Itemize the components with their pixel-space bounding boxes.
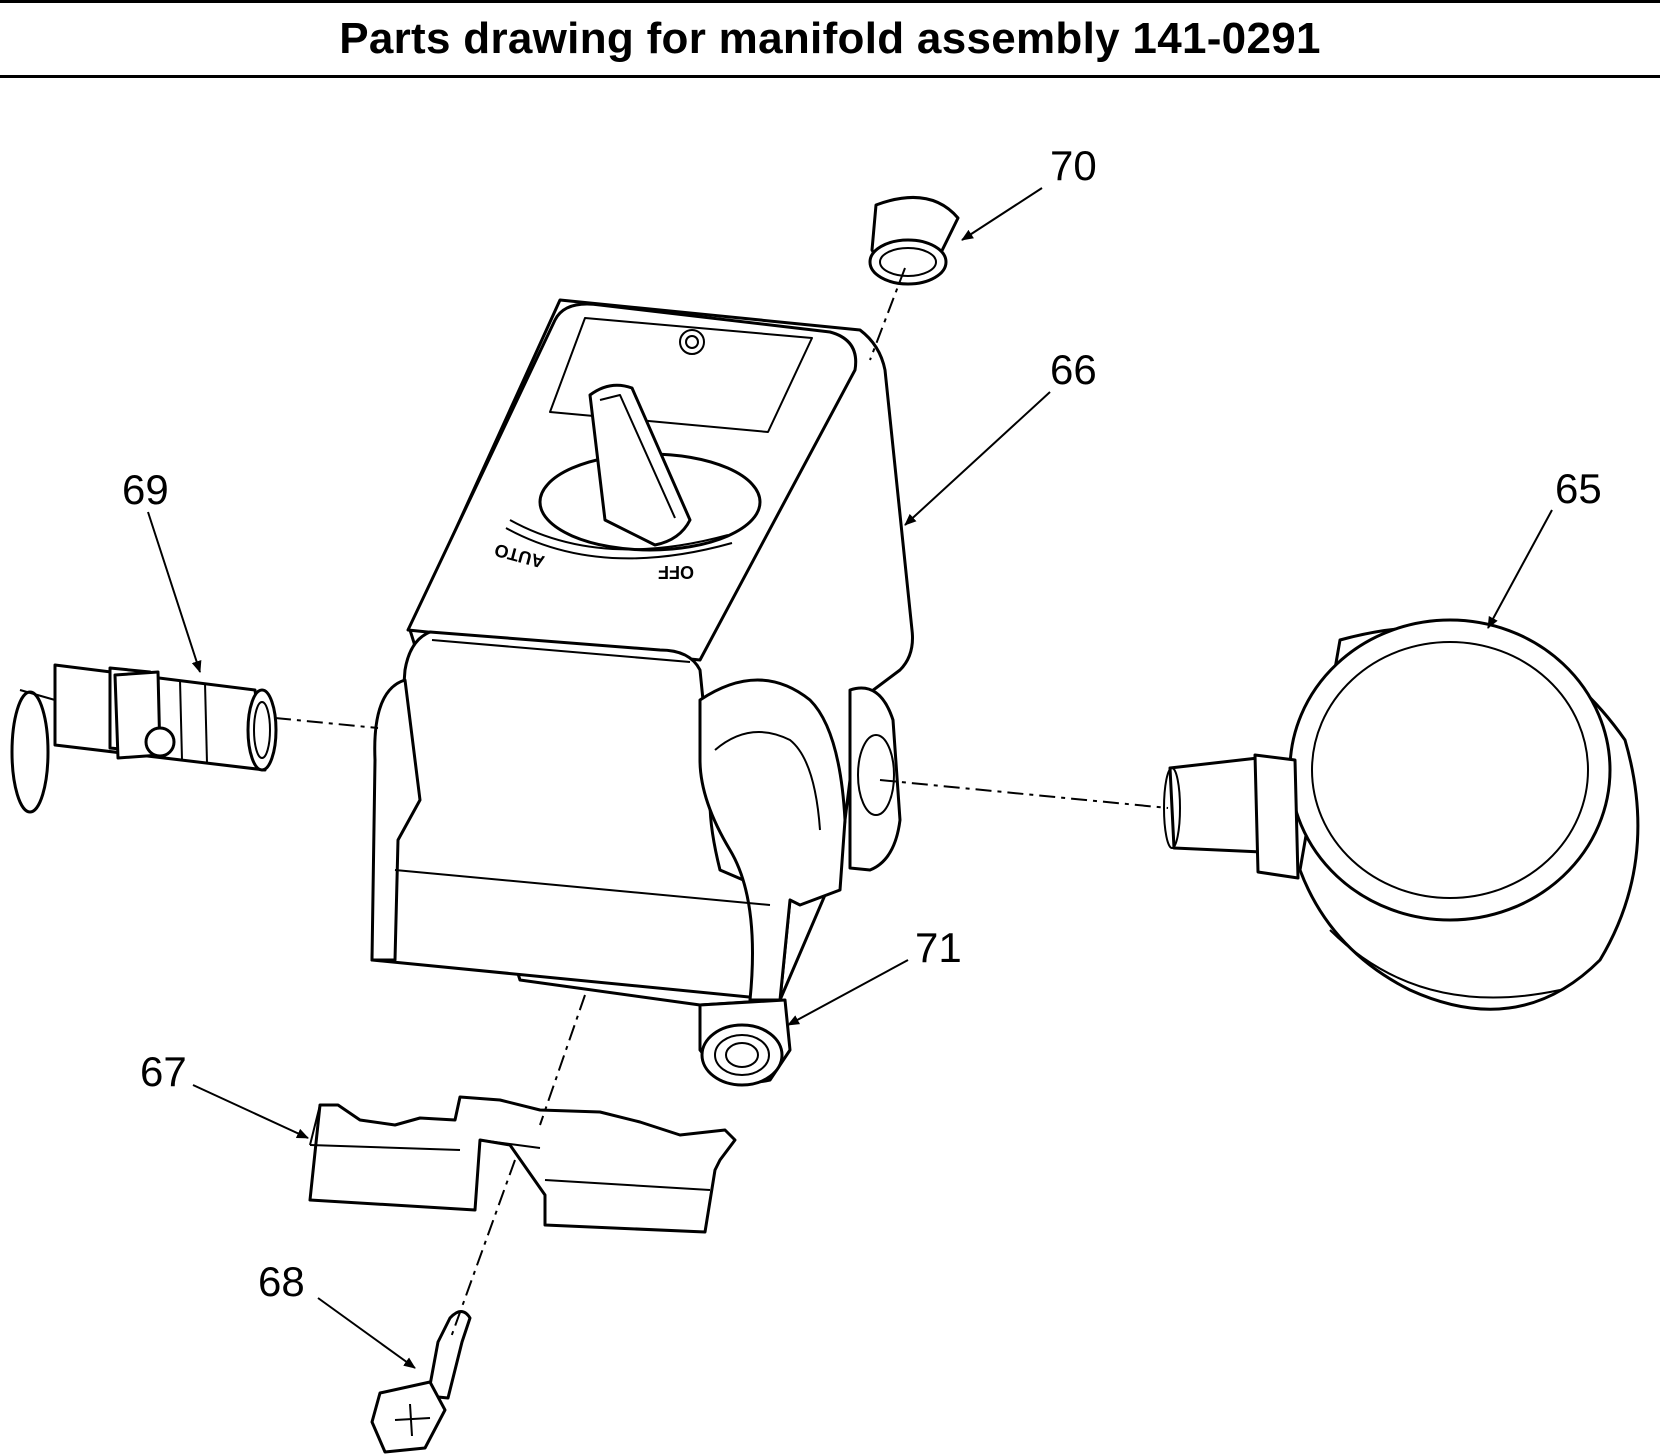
leader-67 bbox=[192, 1084, 309, 1139]
leader-69 bbox=[147, 511, 202, 673]
part-70-cap bbox=[868, 195, 960, 286]
part-67-bracket bbox=[308, 1095, 737, 1234]
callouts: 70 66 69 65 71 67 68 bbox=[122, 142, 1602, 1305]
page-title: Parts drawing for manifold assembly 141-… bbox=[0, 0, 1660, 78]
callout-67: 67 bbox=[140, 1048, 187, 1095]
part-66-switch-housing: AUTO OFF bbox=[370, 298, 914, 1087]
part-69-coupler bbox=[10, 663, 278, 814]
leader-lines bbox=[147, 187, 1553, 1369]
leader-71 bbox=[787, 959, 909, 1026]
leader-66 bbox=[904, 391, 1051, 526]
leader-70 bbox=[961, 187, 1043, 241]
callout-65: 65 bbox=[1555, 465, 1602, 512]
part-68-screw bbox=[370, 1310, 472, 1454]
callout-71: 71 bbox=[915, 924, 962, 971]
callout-68: 68 bbox=[258, 1258, 305, 1305]
leader-65 bbox=[1487, 509, 1553, 629]
callout-66: 66 bbox=[1050, 346, 1097, 393]
callout-69: 69 bbox=[122, 466, 169, 513]
part-65-gauge bbox=[1163, 618, 1640, 1011]
dial-label-off: OFF bbox=[658, 562, 694, 582]
callout-70: 70 bbox=[1050, 142, 1097, 189]
leader-68 bbox=[317, 1297, 416, 1369]
center-lines bbox=[274, 267, 1169, 1341]
